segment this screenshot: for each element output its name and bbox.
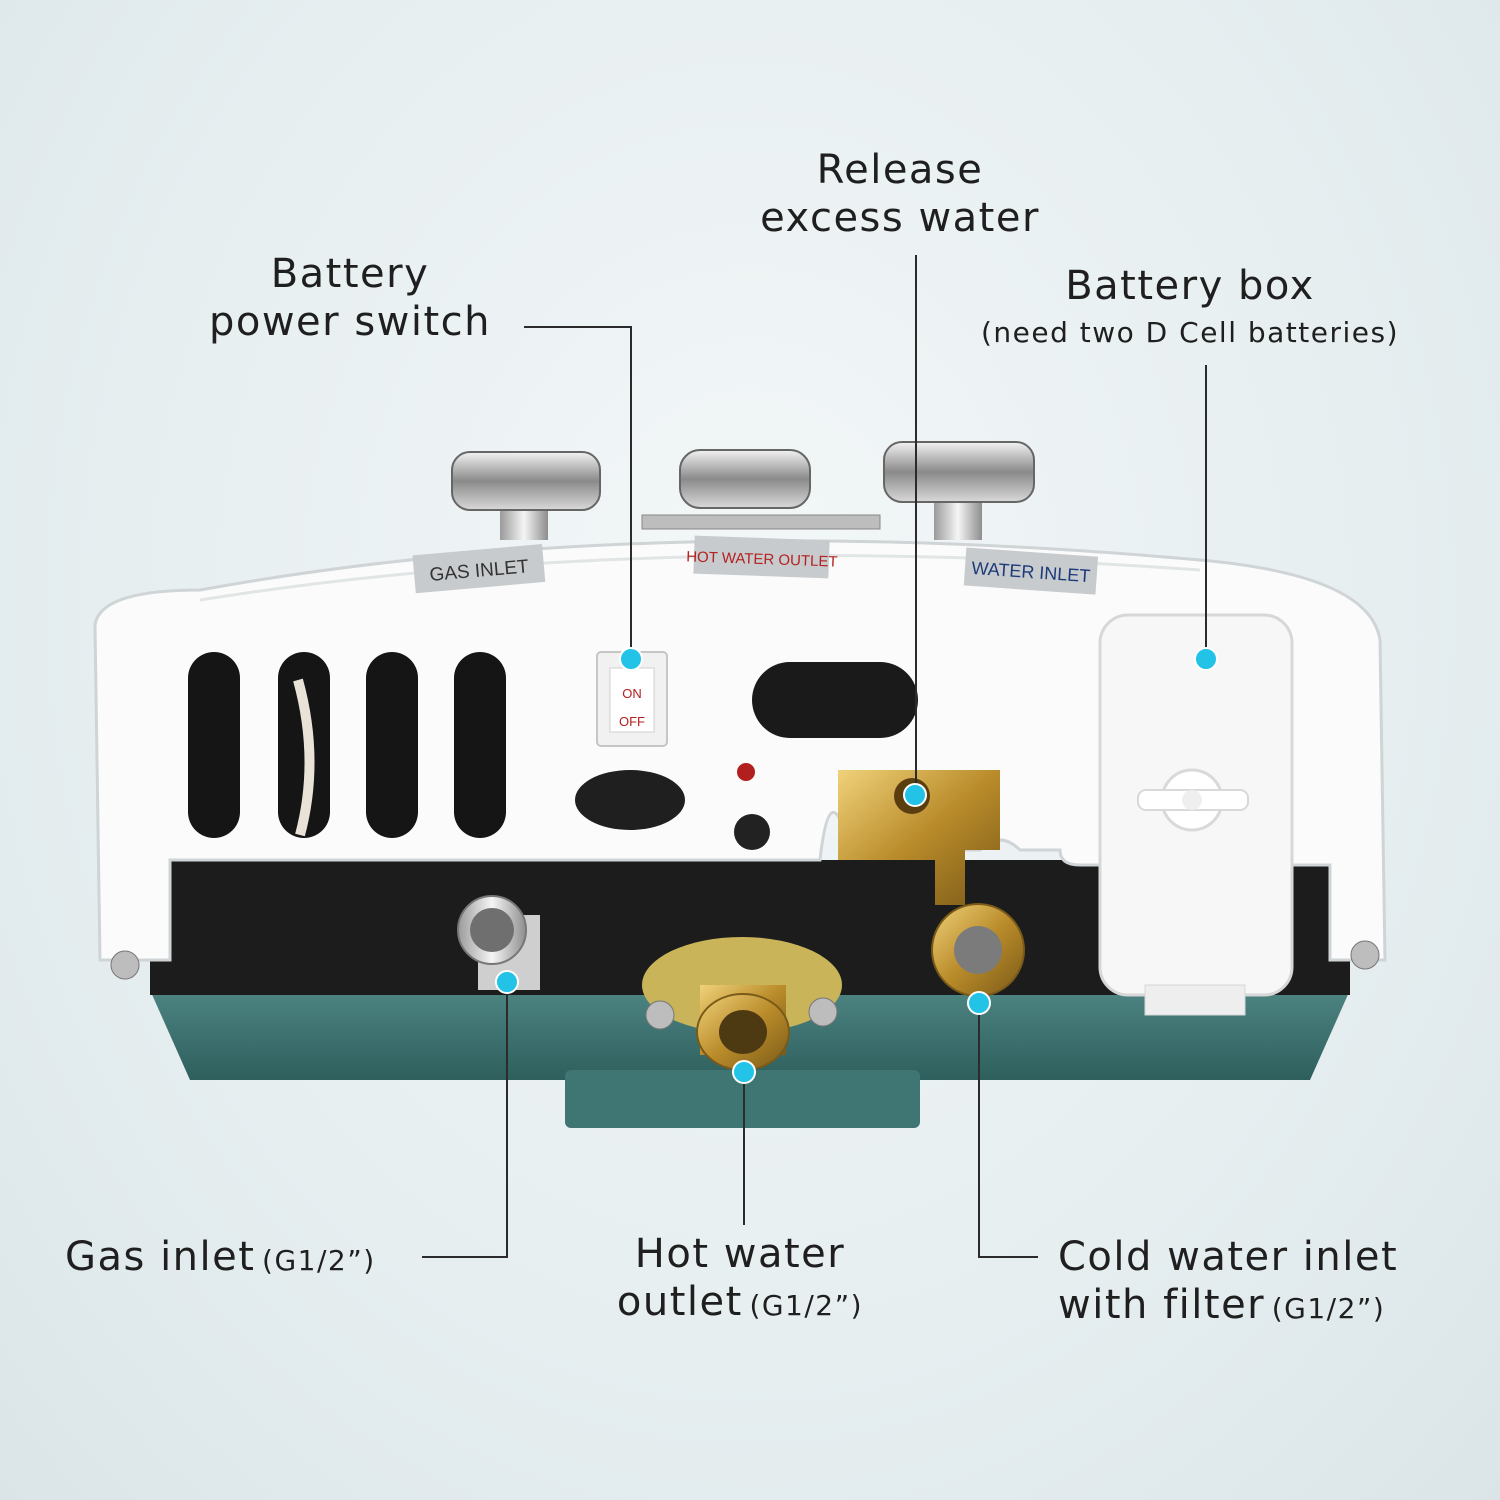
water-inlet-tag: WATER INLET [963,547,1099,595]
temperature-knob [641,449,881,530]
hot-water-outlet-fitting [642,937,842,1071]
hot-water-line1: Hot water [634,1231,846,1277]
switch-off-label: OFF [619,714,645,729]
screw [808,997,838,1027]
gas-inlet-tag: GAS INLET [412,544,546,594]
leader-cold-water [978,1003,1038,1258]
callout-hot-water: Hot water outlet (G1/2”) [570,1230,910,1326]
screw [1350,940,1380,970]
callout-dot-battery-box [1194,647,1218,671]
flame-window [752,662,918,738]
vent-slot [188,652,240,838]
release-valve [838,770,1000,905]
leader-gas-inlet [422,982,508,1258]
battery-box-line1: Battery box [1065,263,1315,309]
battery-box[interactable] [1098,613,1294,1016]
cold-water-inlet-fitting [931,903,1025,997]
gas-inlet-label: Gas inlet [65,1234,256,1280]
gas-knob [451,451,601,540]
power-switch[interactable]: ON OFF [596,651,668,747]
callout-battery-switch: Battery power switch [180,250,520,346]
cold-water-line1: Cold water inlet [1058,1234,1399,1280]
switch-on-label: ON [622,686,642,701]
callout-dot-hot-water [732,1060,756,1084]
screw [645,1000,675,1030]
callout-battery-box: Battery box (need two D Cell batteries) [940,262,1440,350]
callout-gas-inlet: Gas inlet (G1/2”) [65,1233,376,1281]
cold-water-line2: with filter [1058,1282,1266,1328]
vent-slot [366,652,418,838]
callout-dot-release-water [903,783,927,807]
vent-slot [454,652,506,838]
hot-water-line2: outlet [616,1279,743,1325]
hot-water-outlet-tag: HOT WATER OUTLET [686,535,838,579]
screw [110,950,140,980]
callout-release-water: Release excess water [740,146,1060,242]
battery-switch-line2: power switch [208,299,492,345]
callout-cold-water: Cold water inlet with filter (G1/2”) [1058,1233,1398,1329]
release-line2: excess water [760,195,1040,241]
svg-text:HOT WATER OUTLET: HOT WATER OUTLET [686,548,838,570]
base-bracket [565,1070,920,1128]
battery-switch-line1: Battery [270,251,430,297]
ignition-window [575,770,685,830]
callout-dot-cold-water [967,991,991,1015]
battery-box-line2: (need two D Cell batteries) [980,316,1400,349]
gas-inlet-spec: (G1/2”) [262,1244,376,1277]
indicator-light [737,763,755,781]
callout-dot-gas-inlet [495,970,519,994]
cold-water-spec: (G1/2”) [1271,1292,1386,1325]
water-knob [883,441,1035,540]
release-line1: Release [816,147,984,193]
knob-hole [734,814,770,850]
gas-inlet-fitting [457,895,540,990]
hot-water-spec: (G1/2”) [749,1289,864,1322]
callout-dot-battery-switch [619,647,643,671]
leader-battery-switch [524,326,632,658]
